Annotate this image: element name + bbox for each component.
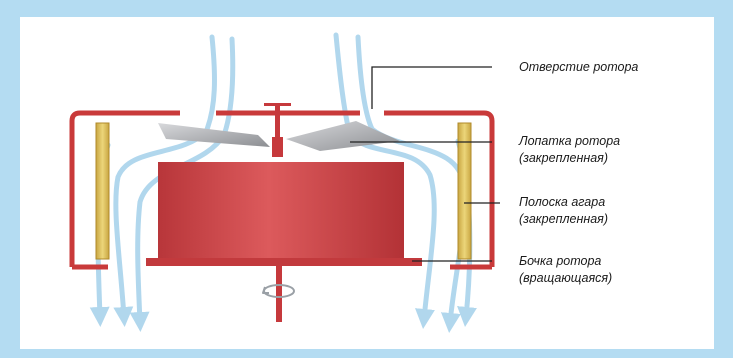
rotor-hub	[272, 137, 283, 157]
agar-strip-right	[458, 123, 471, 259]
label-rotor-drum-line2: (вращающаяся)	[519, 270, 612, 287]
label-agar-strip-line1: Полоска агара	[519, 194, 608, 211]
shaft-cap	[264, 103, 291, 106]
label-rotor-opening: Отверстие ротора	[519, 59, 638, 76]
label-rotor-blade: Лопатка ротора (закрепленная)	[519, 133, 620, 167]
rotor-drum	[158, 162, 404, 258]
label-rotor-drum: Бочка ротора (вращающаяся)	[519, 253, 612, 287]
label-rotor-blade-line1: Лопатка ротора	[519, 133, 620, 150]
rotor-shaft-bottom	[276, 266, 282, 322]
rotor-blade-right	[286, 121, 400, 151]
diagram-panel: Отверстие ротора Лопатка ротора (закрепл…	[20, 17, 714, 349]
label-agar-strip-line2: (закрепленная)	[519, 211, 608, 228]
rotor-drum-base	[146, 258, 422, 266]
label-rotor-drum-line1: Бочка ротора	[519, 253, 612, 270]
label-rotor-opening-text: Отверстие ротора	[519, 59, 638, 76]
agar-strip-left	[96, 123, 109, 259]
label-rotor-blade-line2: (закрепленная)	[519, 150, 620, 167]
leader-rotor-opening	[372, 67, 492, 109]
label-agar-strip: Полоска агара (закрепленная)	[519, 194, 608, 228]
